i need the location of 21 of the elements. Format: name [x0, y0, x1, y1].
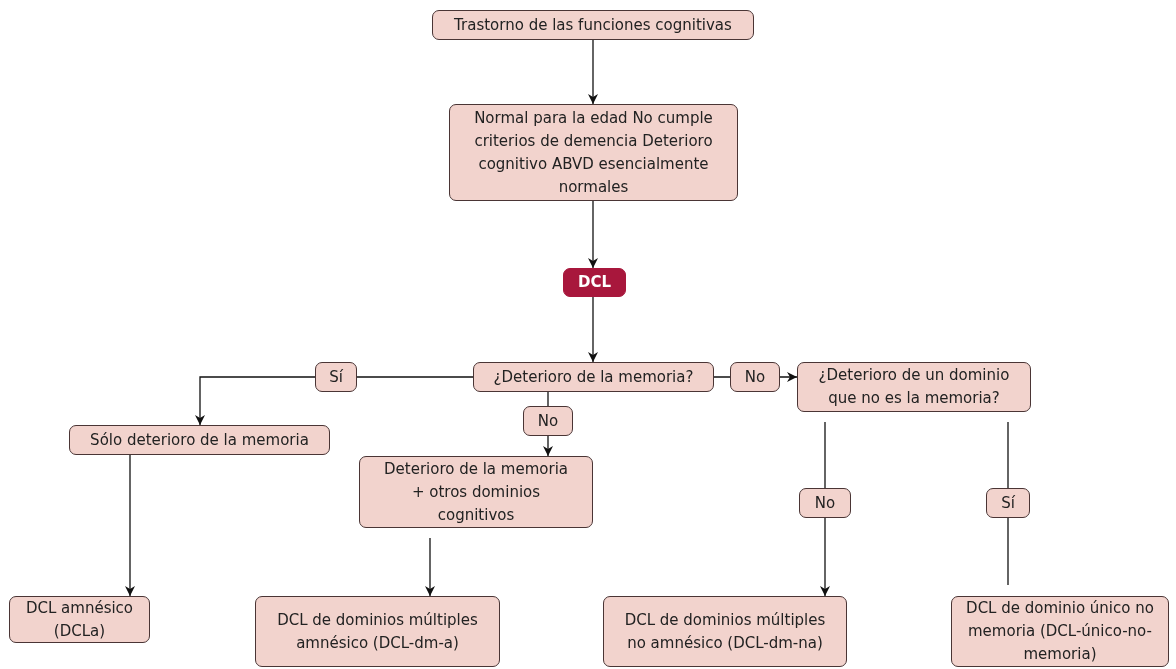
edge-label: Sí: [986, 488, 1030, 518]
highlight-box: DCL: [563, 268, 626, 297]
process-box: Normal para la edad No cumple criterios de demencia Deterioro cognitivo ABVD esencialmente normales: [449, 104, 738, 201]
arrow: [588, 39, 598, 105]
decision-box: ¿Deterioro de la memoria?: [473, 362, 714, 392]
process-box: Deterioro de la memoria + otros dominios cognitivos: [359, 456, 593, 528]
edge-label: No: [799, 488, 851, 518]
arrow: [588, 296, 598, 363]
process-box: Sólo deterioro de la memoria: [69, 425, 330, 455]
process-box: DCL de dominios múltiples amnésico (DCL-dm-a): [255, 596, 500, 667]
edge-label: Sí: [315, 362, 357, 392]
process-box: DCL de dominio único no memoria (DCL-único-no-memoria): [951, 596, 1169, 667]
arrow: [425, 537, 435, 597]
arrow: [125, 454, 135, 597]
edge-label: No: [730, 362, 780, 392]
edge-label: No: [523, 406, 573, 436]
arrow: [588, 200, 598, 269]
decision-box: ¿Deterioro de un dominio que no es la memoria?: [797, 362, 1031, 412]
process-box: DCL de dominios múltiples no amnésico (DCL-dm-na): [603, 596, 847, 667]
process-box: DCL amnésico (DCLa): [9, 596, 150, 643]
process-box: Trastorno de las funciones cognitivas: [432, 10, 754, 40]
